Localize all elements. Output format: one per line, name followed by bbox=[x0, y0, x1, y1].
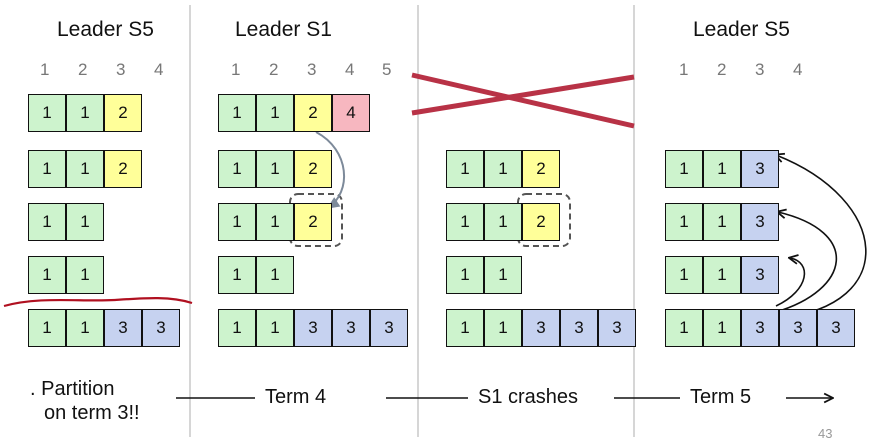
index-label: 3 bbox=[116, 60, 126, 79]
replication-arrow bbox=[315, 131, 346, 209]
log-entry: 3 bbox=[294, 309, 332, 347]
log-entry: 1 bbox=[446, 150, 484, 188]
log-entry: 1 bbox=[218, 256, 256, 294]
log-entry: 3 bbox=[598, 309, 636, 347]
crash-x-stroke bbox=[411, 74, 635, 116]
index-label: 4 bbox=[793, 60, 803, 79]
log-entry: 1 bbox=[484, 309, 522, 347]
index-label: 4 bbox=[154, 60, 164, 79]
s1-crashes-label: S1 crashes bbox=[478, 386, 579, 408]
partition-note: . Partition on term 3!! bbox=[30, 377, 140, 425]
log-entry: 3 bbox=[817, 309, 855, 347]
log-entry: 1 bbox=[66, 94, 104, 132]
log-entry: 3 bbox=[779, 309, 817, 347]
log-entry: 1 bbox=[28, 94, 66, 132]
log-entry: 3 bbox=[522, 309, 560, 347]
log-entry: 3 bbox=[332, 309, 370, 347]
log-entry: 1 bbox=[28, 309, 66, 347]
log-entry: 1 bbox=[256, 94, 294, 132]
term-4-label: Term 4 bbox=[265, 386, 327, 408]
log-entry: 2 bbox=[294, 203, 332, 241]
log-entry: 1 bbox=[28, 150, 66, 188]
index-label: 1 bbox=[40, 60, 50, 79]
log-entry: 1 bbox=[484, 256, 522, 294]
log-entry: 2 bbox=[522, 150, 560, 188]
page-number: 43 bbox=[818, 426, 833, 441]
log-entry: 3 bbox=[370, 309, 408, 347]
log-entry: 1 bbox=[484, 203, 522, 241]
log-entry: 1 bbox=[703, 256, 741, 294]
log-entry: 1 bbox=[28, 203, 66, 241]
panel-4-heading: Leader S5 bbox=[693, 18, 790, 41]
panel-1-heading: Leader S5 bbox=[57, 18, 154, 41]
log-entry: 3 bbox=[741, 309, 779, 347]
log-entry: 1 bbox=[256, 203, 294, 241]
partition-note-line-2: on term 3!! bbox=[44, 402, 140, 424]
log-entry: 3 bbox=[560, 309, 598, 347]
log-entry: 1 bbox=[484, 150, 522, 188]
log-entry: 2 bbox=[104, 94, 142, 132]
index-label: 2 bbox=[717, 60, 727, 79]
log-entry: 1 bbox=[218, 309, 256, 347]
log-entry: 1 bbox=[665, 150, 703, 188]
log-entry: 3 bbox=[104, 309, 142, 347]
log-entry: 2 bbox=[104, 150, 142, 188]
log-entry: 1 bbox=[66, 203, 104, 241]
log-entry: 4 bbox=[332, 94, 370, 132]
log-entry: 1 bbox=[218, 94, 256, 132]
log-entry: 1 bbox=[446, 309, 484, 347]
log-entry: 2 bbox=[294, 150, 332, 188]
log-entry: 1 bbox=[66, 309, 104, 347]
partition-line bbox=[3, 297, 193, 308]
overwrite-arrow bbox=[776, 212, 838, 313]
log-entry: 1 bbox=[256, 256, 294, 294]
partition-note-line-1: . Partition bbox=[30, 378, 115, 400]
log-entry: 2 bbox=[522, 203, 560, 241]
crash-x-stroke bbox=[411, 72, 635, 129]
log-entry: 1 bbox=[256, 150, 294, 188]
panel-2-heading: Leader S1 bbox=[235, 18, 332, 41]
index-label: 5 bbox=[382, 60, 392, 79]
log-entry: 3 bbox=[142, 309, 180, 347]
log-entry: 3 bbox=[741, 150, 779, 188]
log-entry: 1 bbox=[66, 150, 104, 188]
log-entry: 1 bbox=[665, 309, 703, 347]
log-entry: 1 bbox=[446, 203, 484, 241]
log-entry: 1 bbox=[218, 203, 256, 241]
overwrite-arrow bbox=[775, 258, 806, 307]
log-entry: 1 bbox=[66, 256, 104, 294]
overwrite-arrow bbox=[776, 155, 867, 319]
term-5-label: Term 5 bbox=[690, 386, 752, 408]
log-entry: 1 bbox=[256, 309, 294, 347]
log-entry: 1 bbox=[703, 203, 741, 241]
index-label: 3 bbox=[307, 60, 317, 79]
index-label: 1 bbox=[679, 60, 689, 79]
log-entry: 3 bbox=[741, 256, 779, 294]
index-label: 2 bbox=[269, 60, 279, 79]
log-entry: 1 bbox=[446, 256, 484, 294]
log-entry: 3 bbox=[741, 203, 779, 241]
index-label: 4 bbox=[345, 60, 355, 79]
index-label: 2 bbox=[78, 60, 88, 79]
log-entry: 2 bbox=[294, 94, 332, 132]
index-label: 3 bbox=[755, 60, 765, 79]
log-entry: 1 bbox=[218, 150, 256, 188]
log-entry: 1 bbox=[665, 203, 703, 241]
log-entry: 1 bbox=[703, 309, 741, 347]
log-entry: 1 bbox=[28, 256, 66, 294]
log-entry: 1 bbox=[665, 256, 703, 294]
log-entry: 1 bbox=[703, 150, 741, 188]
index-label: 1 bbox=[231, 60, 241, 79]
